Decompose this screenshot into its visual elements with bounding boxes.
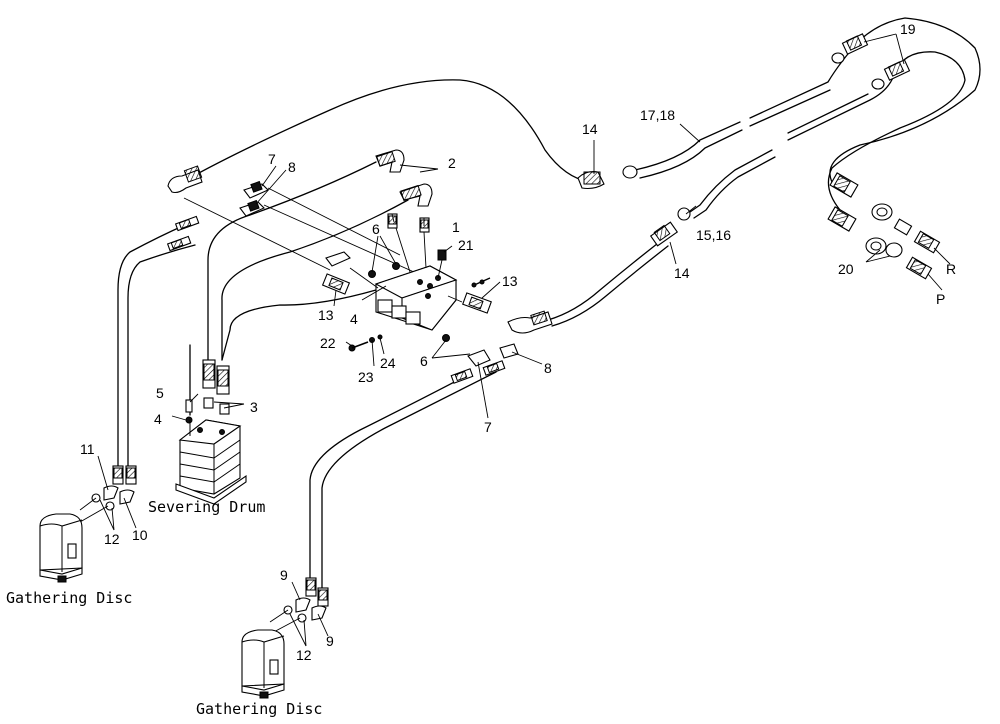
elbow-fitting-2b [399,183,433,207]
callout-13-left: 13 [318,307,334,323]
callout-14-lower: 14 [674,265,690,281]
gathering-disc-motor-left [39,513,83,583]
callout-12-left: 12 [104,531,120,547]
elbow-fitting-2a [375,149,405,173]
hose-end-14-upper [577,171,605,190]
quick-coupler-19a [841,33,869,55]
part-number-callouts: 1 2 3 4 4 5 6 6 7 7 8 8 9 9 10 11 12 12 … [80,21,956,663]
quick-coupler-19b [883,59,911,81]
elbow-fitting-top-left [167,165,203,194]
port-label-r: R [946,261,956,277]
callout-14-upper: 14 [582,121,598,137]
coupler-group-20 [827,172,941,280]
callout-6-lower: 6 [420,353,428,369]
callout-1: 1 [452,219,460,235]
callout-8-upper: 8 [288,159,296,175]
callout-4-valve: 4 [350,311,358,327]
callout-8-lower: 8 [544,360,552,376]
callout-10: 10 [132,527,148,543]
callout-24: 24 [380,355,396,371]
callout-9-lower: 9 [326,633,334,649]
callout-leaders [97,33,951,647]
callout-20: 20 [838,261,854,277]
callout-3: 3 [250,399,258,415]
severing-drum-motor [175,419,247,505]
gathering-disc-motor-bottom [241,629,285,699]
callout-2: 2 [448,155,456,171]
port-label-p: P [936,291,945,307]
callout-7-upper: 7 [268,151,276,167]
callout-5: 5 [156,385,164,401]
callout-11: 11 [80,441,95,457]
caption-gathering-disc-left: Gathering Disc [6,589,132,607]
fitting-13-right [462,292,492,314]
callout-4-drum: 4 [154,411,162,427]
callout-7-lower: 7 [484,419,492,435]
callout-22: 22 [320,335,336,351]
callout-12-bottom: 12 [296,647,312,663]
callout-21: 21 [458,237,474,253]
fittings [79,33,941,635]
callout-9-upper: 9 [280,567,288,583]
valve-block [349,227,463,331]
callout-17-18: 17,18 [640,107,675,123]
callout-6-upper: 6 [372,221,380,237]
callout-13-right: 13 [502,273,518,289]
callout-19: 19 [900,21,916,37]
fitting-13-left [321,273,351,295]
callout-15-16: 15,16 [696,227,731,243]
component-captions: Severing Drum Gathering Disc Gathering D… [6,498,322,718]
hose-end-14-lower [649,221,679,247]
caption-gathering-disc-bottom: Gathering Disc [196,700,322,718]
callout-23: 23 [358,369,374,385]
caption-severing-drum: Severing Drum [148,498,265,516]
